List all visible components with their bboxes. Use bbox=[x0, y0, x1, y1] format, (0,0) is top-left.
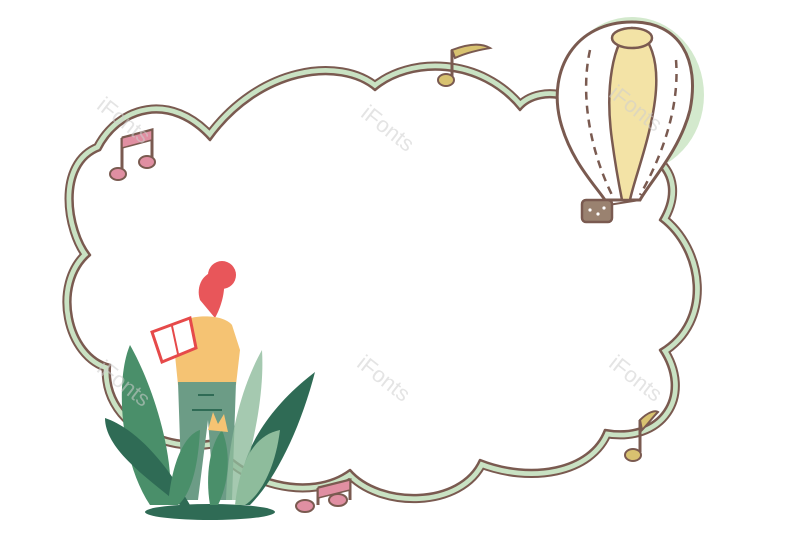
music-note-icon bbox=[624, 410, 660, 462]
double-note-icon bbox=[295, 478, 352, 513]
hot-air-balloon-icon bbox=[555, 17, 704, 224]
music-note-icon bbox=[437, 43, 493, 87]
double-note-icon bbox=[109, 128, 156, 181]
plant-icon bbox=[105, 345, 315, 505]
